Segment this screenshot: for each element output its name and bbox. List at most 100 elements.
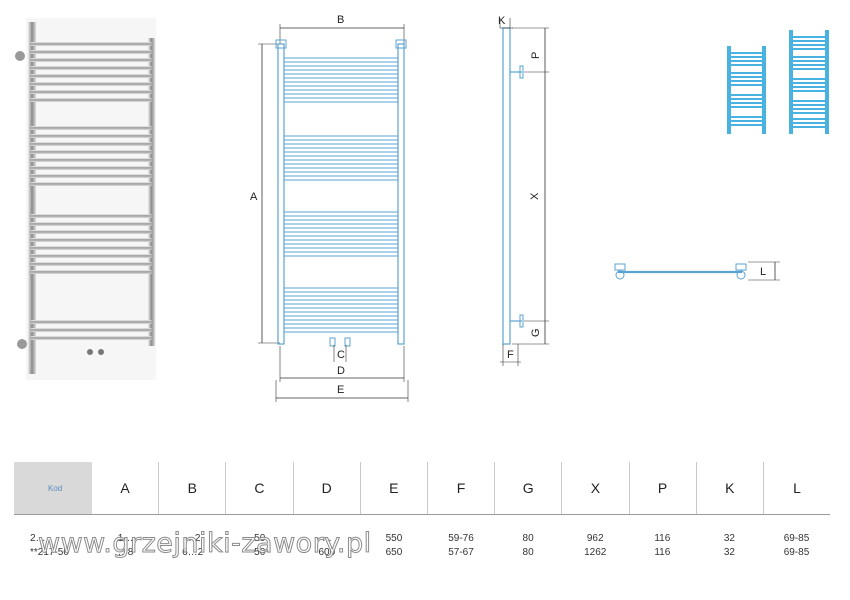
table-cell: 1262 — [584, 547, 607, 558]
dim-label-d: D — [337, 365, 345, 377]
photo-bar — [30, 82, 152, 86]
photo-bar — [30, 134, 152, 138]
thumb-bar — [793, 86, 825, 88]
front-bar — [283, 175, 399, 181]
thumb-bar — [731, 80, 762, 82]
front-bar — [283, 143, 399, 149]
valve — [87, 349, 93, 355]
dim-label-g: G — [530, 328, 542, 337]
thumb-bar — [731, 84, 762, 86]
thumb-bar — [793, 126, 825, 128]
photo-bar — [30, 150, 152, 154]
thumb-bar — [793, 108, 825, 110]
thumbnail-small — [727, 46, 766, 134]
header-cell-l: L — [762, 462, 830, 514]
dim-label-b: B — [337, 14, 344, 26]
photo-bar — [30, 214, 152, 218]
side-view: K P X G F — [498, 15, 549, 366]
front-bar — [283, 211, 399, 217]
photo-bar — [30, 238, 152, 242]
table-cell: 116 — [654, 533, 671, 544]
header-cell-c: C — [225, 462, 292, 514]
table-cell: 962 — [586, 533, 604, 544]
photo-bar — [30, 74, 152, 78]
table-cell: 59-76 — [448, 533, 474, 544]
thumb-bar — [793, 82, 825, 84]
thumb-bar — [731, 52, 762, 54]
thumb-bar — [731, 76, 762, 78]
front-bar — [283, 327, 399, 333]
front-view: B A C D E — [250, 14, 409, 402]
thumb-bar — [793, 78, 825, 80]
side-rail — [502, 27, 511, 345]
table-cell: 650 — [385, 547, 403, 558]
wall-bracket — [15, 51, 25, 61]
header-cell-d: D — [292, 462, 360, 514]
dim-label-f: F — [507, 349, 514, 361]
front-bar — [283, 303, 399, 309]
photo-bar — [30, 50, 152, 54]
photo-bar — [30, 58, 152, 62]
front-bar — [283, 311, 399, 317]
thumb-bar — [793, 56, 825, 58]
front-bar — [283, 89, 399, 95]
photo-bar — [30, 182, 152, 186]
photo-bar — [30, 166, 152, 170]
front-bar — [283, 73, 399, 79]
front-bar — [283, 251, 399, 257]
photo-bar — [30, 222, 152, 226]
table-cell: 80 — [522, 533, 534, 544]
front-bar — [283, 159, 399, 165]
thumb-bar — [731, 60, 762, 62]
front-bar — [283, 57, 399, 63]
front-bar — [283, 151, 399, 157]
table-cell: 6…2 — [182, 547, 204, 558]
technical-drawing: B A C D E K — [15, 14, 829, 402]
photo-bar — [30, 174, 152, 178]
thumb-bar — [731, 94, 762, 96]
thumb-bar — [731, 64, 762, 66]
photo-bar — [30, 158, 152, 162]
thumb-bar — [793, 112, 825, 114]
watermark: www.grzejniki-zawory.pl — [38, 528, 372, 560]
photo-bar — [30, 254, 152, 258]
header-cell-b: B — [158, 462, 225, 514]
table-cell: 57-67 — [448, 547, 474, 558]
table-cell: 32 — [723, 533, 735, 544]
wall-bracket — [17, 339, 27, 349]
thumb-bar — [731, 124, 762, 126]
table-cell: 69-85 — [783, 547, 810, 558]
front-bar — [283, 243, 399, 249]
table-cell: 50 — [254, 533, 266, 544]
thumb-bar — [793, 44, 825, 46]
thumb-bar — [793, 48, 825, 50]
table-cell: 2… — [30, 533, 46, 544]
front-bar — [283, 167, 399, 173]
photo-bar — [30, 42, 152, 46]
thumb-bar — [731, 98, 762, 100]
dim-label-k: K — [498, 15, 506, 27]
header-cell-p: P — [628, 462, 696, 514]
table-cell: 69-85 — [783, 533, 810, 544]
front-bar — [283, 97, 399, 103]
front-bars — [283, 57, 399, 333]
thumb-bar — [793, 64, 825, 66]
table-cell: 1… — [117, 533, 134, 544]
thumb-bar — [793, 90, 825, 92]
photo-bar — [30, 270, 152, 274]
thumb-bar — [731, 120, 762, 122]
table-cell: … — [321, 533, 332, 544]
front-bar — [283, 65, 399, 71]
thumb-bar — [793, 36, 825, 38]
header-cell-kod: Kod — [14, 462, 92, 514]
thumb-bar — [793, 104, 825, 106]
front-bar — [283, 319, 399, 325]
table-cell: 80 — [522, 547, 534, 558]
photo-bar — [30, 98, 152, 102]
thumb-bar — [793, 118, 825, 120]
photo-bar — [30, 262, 152, 266]
